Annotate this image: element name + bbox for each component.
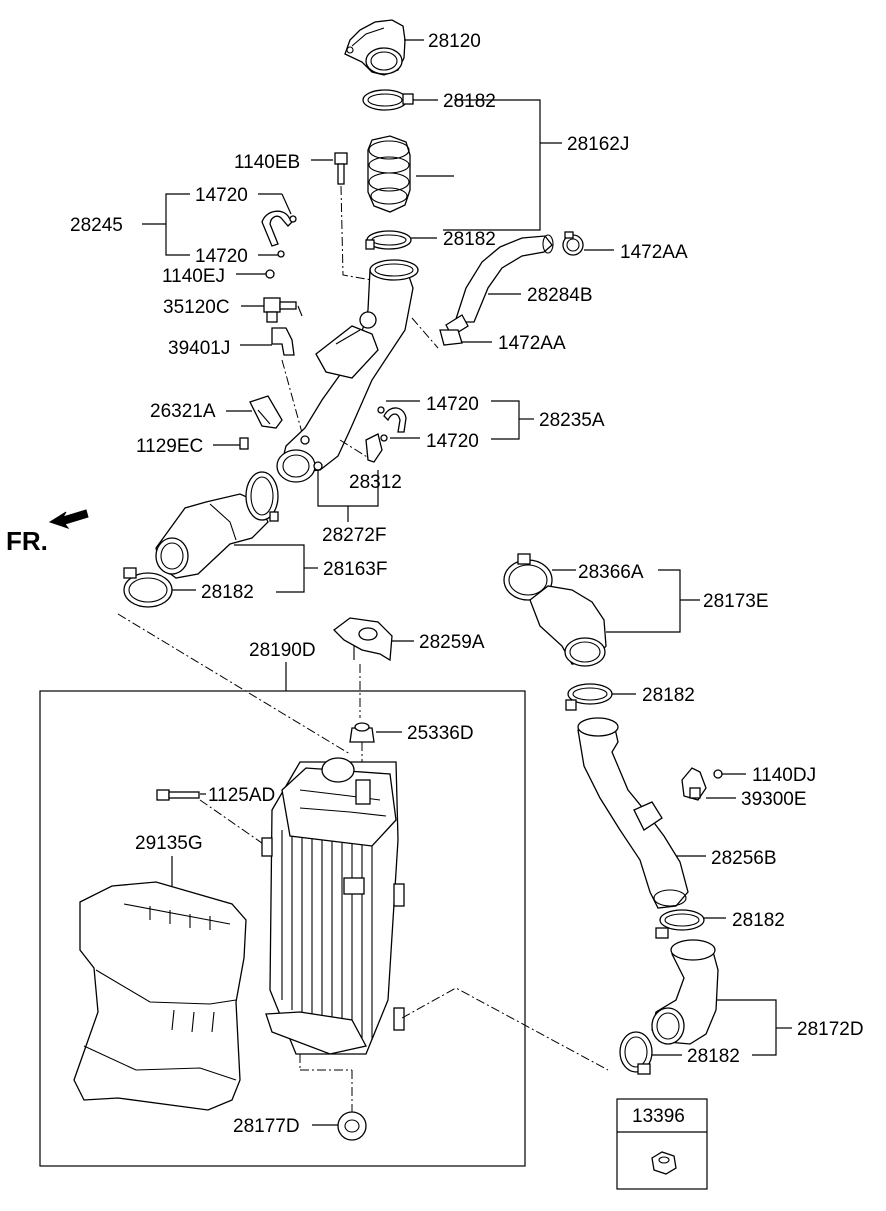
callout-28366A[interactable]: 28366A [578, 562, 644, 583]
callout-1140EB[interactable]: 1140EB [234, 152, 300, 173]
callout-13396[interactable]: 13396 [632, 1106, 685, 1127]
part-13396-inset-box [616, 1098, 708, 1190]
callout-28284B[interactable]: 28284B [527, 285, 593, 306]
part-1125AD-bolt[interactable] [156, 789, 200, 801]
callout-35120C[interactable]: 35120C [163, 297, 230, 318]
callout-14720-a[interactable]: 14720 [195, 185, 248, 206]
callout-28182-b[interactable]: 28182 [443, 229, 496, 250]
callout-28182-d[interactable]: 28182 [642, 685, 695, 706]
callout-14720-d[interactable]: 14720 [426, 431, 479, 452]
part-28120-elbow-pipe[interactable] [344, 19, 406, 76]
callout-28177D[interactable]: 28177D [233, 1116, 300, 1137]
callout-28162J[interactable]: 28162J [567, 134, 629, 155]
part-28163F-hose[interactable] [155, 493, 269, 579]
part-28256B-pipe[interactable] [577, 717, 689, 909]
part-28272F-pipe-assembly[interactable] [276, 259, 419, 483]
part-28182-clamp-d[interactable] [565, 683, 613, 711]
callout-28235A[interactable]: 28235A [539, 410, 605, 431]
callout-28272F[interactable]: 28272F [322, 525, 386, 546]
callout-28182-e[interactable]: 28182 [732, 910, 785, 931]
callout-28163F[interactable]: 28163F [323, 559, 387, 580]
callout-1125AD[interactable]: 1125AD [208, 785, 275, 806]
callout-28312[interactable]: 28312 [349, 472, 402, 493]
callout-29135G[interactable]: 29135G [135, 833, 203, 854]
part-28235A-vacuum-hose[interactable] [377, 406, 407, 442]
callout-28182-top[interactable]: 28182 [443, 91, 496, 112]
callout-14720-c[interactable]: 14720 [426, 394, 479, 415]
callout-39401J[interactable]: 39401J [168, 338, 230, 359]
callout-1140DJ[interactable]: 1140DJ [752, 765, 816, 786]
part-13396-nut[interactable] [651, 1151, 677, 1175]
part-35120C-solenoid-valve[interactable] [263, 297, 303, 323]
part-39300E-sensor[interactable] [681, 767, 707, 801]
callout-28182-c[interactable]: 28182 [201, 582, 254, 603]
part-28172D-hose[interactable] [651, 939, 719, 1045]
part-28182-clamp-b[interactable] [365, 230, 412, 250]
callout-1140EJ[interactable]: 1140EJ [162, 266, 225, 287]
front-direction-label: FR. [6, 526, 48, 556]
part-28182-clamp-c[interactable] [123, 567, 173, 608]
part-28366A-clamp[interactable] [503, 553, 553, 601]
part-1140EB-bolt[interactable] [334, 152, 348, 185]
part-28259A-bracket[interactable] [333, 617, 393, 662]
part-28173E-hose[interactable] [529, 585, 607, 667]
part-28182-clamp-c1[interactable] [245, 471, 279, 522]
callout-1472AA-a[interactable]: 1472AA [620, 242, 688, 263]
part-28182-clamp-f[interactable] [619, 1031, 653, 1075]
part-28182-clamp-top[interactable] [362, 89, 414, 111]
part-25336D-grommet[interactable] [349, 722, 375, 743]
callout-28190D[interactable]: 28190D [249, 640, 316, 661]
part-28182-clamp-e[interactable] [655, 909, 705, 939]
part-29135G-cover[interactable] [73, 881, 247, 1111]
callout-28245[interactable]: 28245 [70, 215, 123, 236]
part-26321A-bracket[interactable] [249, 395, 283, 429]
callout-28256B[interactable]: 28256B [711, 848, 777, 869]
part-1472AA-clamp-b[interactable] [439, 329, 463, 346]
callout-26321A[interactable]: 26321A [150, 401, 216, 422]
part-1472AA-clamp-a[interactable] [562, 231, 584, 256]
callout-28172D[interactable]: 28172D [797, 1019, 864, 1040]
part-39401J-bracket[interactable] [271, 327, 295, 356]
callout-28120[interactable]: 28120 [428, 31, 481, 52]
part-28245-vacuum-hose[interactable] [261, 210, 297, 258]
part-intercooler-core[interactable] [261, 757, 405, 1055]
callout-25336D[interactable]: 25336D [407, 723, 474, 744]
callout-14720-b[interactable]: 14720 [195, 246, 248, 267]
callout-1129EC[interactable]: 1129EC [136, 436, 203, 457]
part-28162J-hose[interactable] [367, 135, 411, 213]
part-1129EC-bolt[interactable] [239, 437, 249, 450]
front-arrow-icon [48, 509, 89, 529]
callout-1472AA-b[interactable]: 1472AA [498, 333, 566, 354]
part-1140EJ-bolt[interactable] [265, 269, 275, 279]
part-28177D-grommet[interactable] [337, 1111, 367, 1141]
part-1140DJ-bolt[interactable] [713, 769, 723, 779]
part-28312-bracket[interactable] [365, 433, 383, 463]
callout-28173E[interactable]: 28173E [703, 591, 769, 612]
callout-28182-f[interactable]: 28182 [687, 1046, 740, 1067]
callout-28259A[interactable]: 28259A [419, 632, 485, 653]
intercooler-assembly-frame [39, 690, 526, 1167]
callout-39300E[interactable]: 39300E [741, 789, 807, 810]
